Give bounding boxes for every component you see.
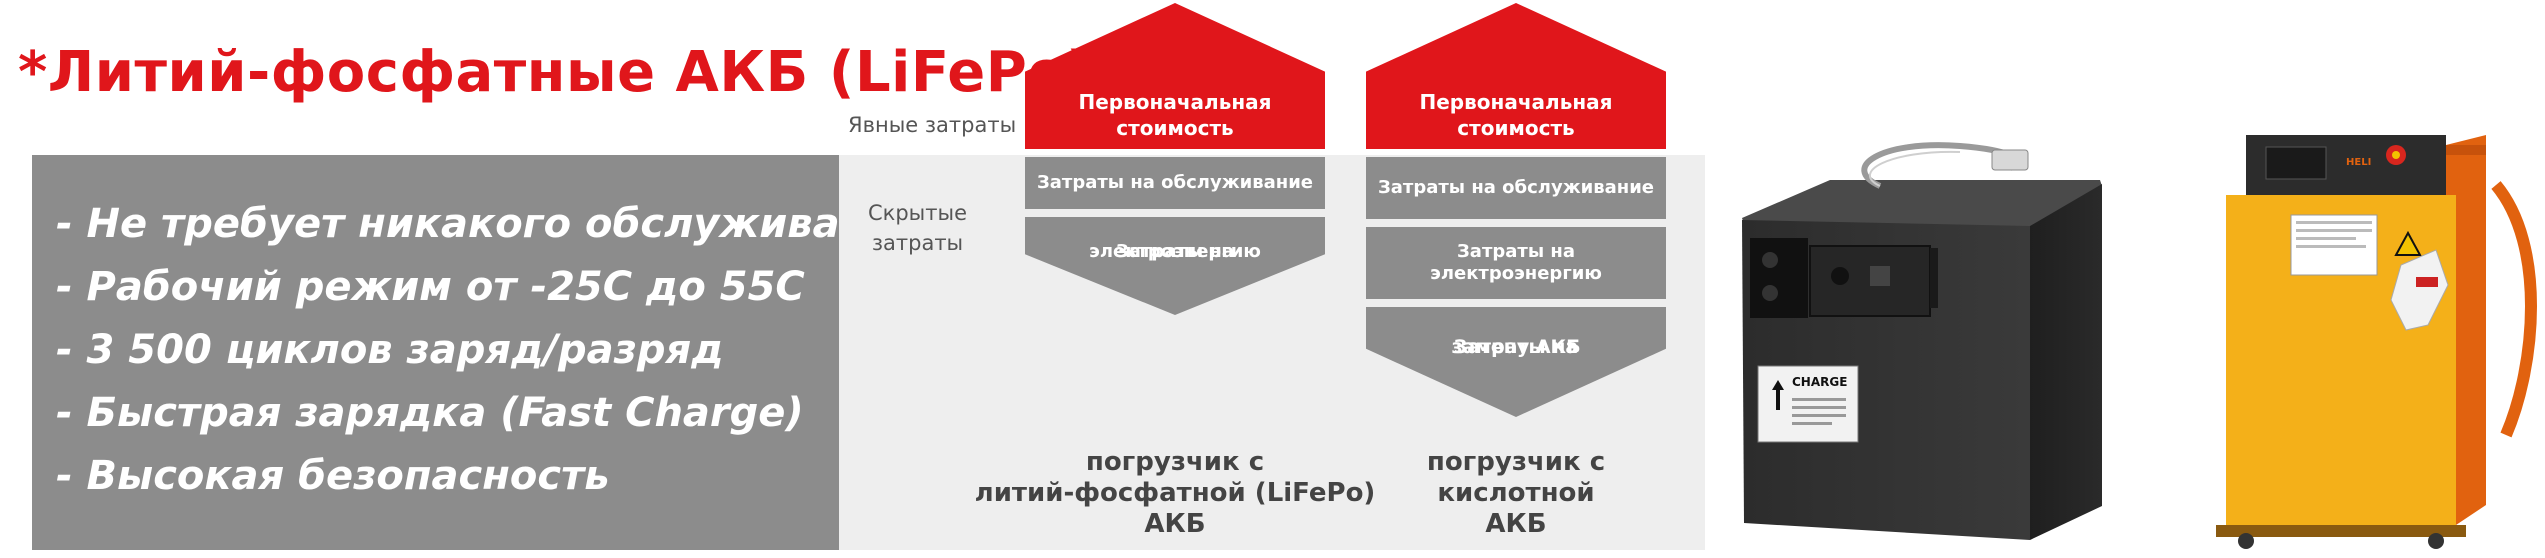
lifepo-battery-image: CHARGE xyxy=(1742,142,2102,540)
acid-maintenance-block: Затраты на обслуживание xyxy=(1366,157,1666,219)
hidden-costs-label: Скрытые затраты xyxy=(868,201,967,255)
charger-brand: HELI xyxy=(2346,157,2371,168)
acid-caption: погрузчик с кислотной АКБ xyxy=(1426,447,1606,539)
features-list: - Не требует никакого обслуживания - Раб… xyxy=(56,193,921,508)
features-panel: - Не требует никакого обслуживания - Раб… xyxy=(32,155,921,550)
feature-item: - Не требует никакого обслуживания xyxy=(56,201,921,247)
feature-item: - Быстрая зарядка (Fast Charge) xyxy=(56,390,804,436)
lifepo-caption: погрузчик с литий-фосфатной (LiFePo) АКБ xyxy=(974,447,1376,539)
explicit-costs-label: Явные затраты xyxy=(848,113,1017,137)
page-title: *Литий-фосфатные АКБ (LiFePo) xyxy=(18,40,1093,105)
feature-item: - Рабочий режим от -25С до 55С xyxy=(56,264,805,310)
charger-image: HELI xyxy=(2216,135,2537,549)
lifepo-maintenance-block: Затраты на обслуживание xyxy=(1025,157,1325,209)
feature-item: - Высокая безопасность xyxy=(56,453,610,499)
feature-item: - 3 500 циклов заряд/разряд xyxy=(56,327,724,373)
battery-charge-label: CHARGE xyxy=(1792,375,1847,389)
